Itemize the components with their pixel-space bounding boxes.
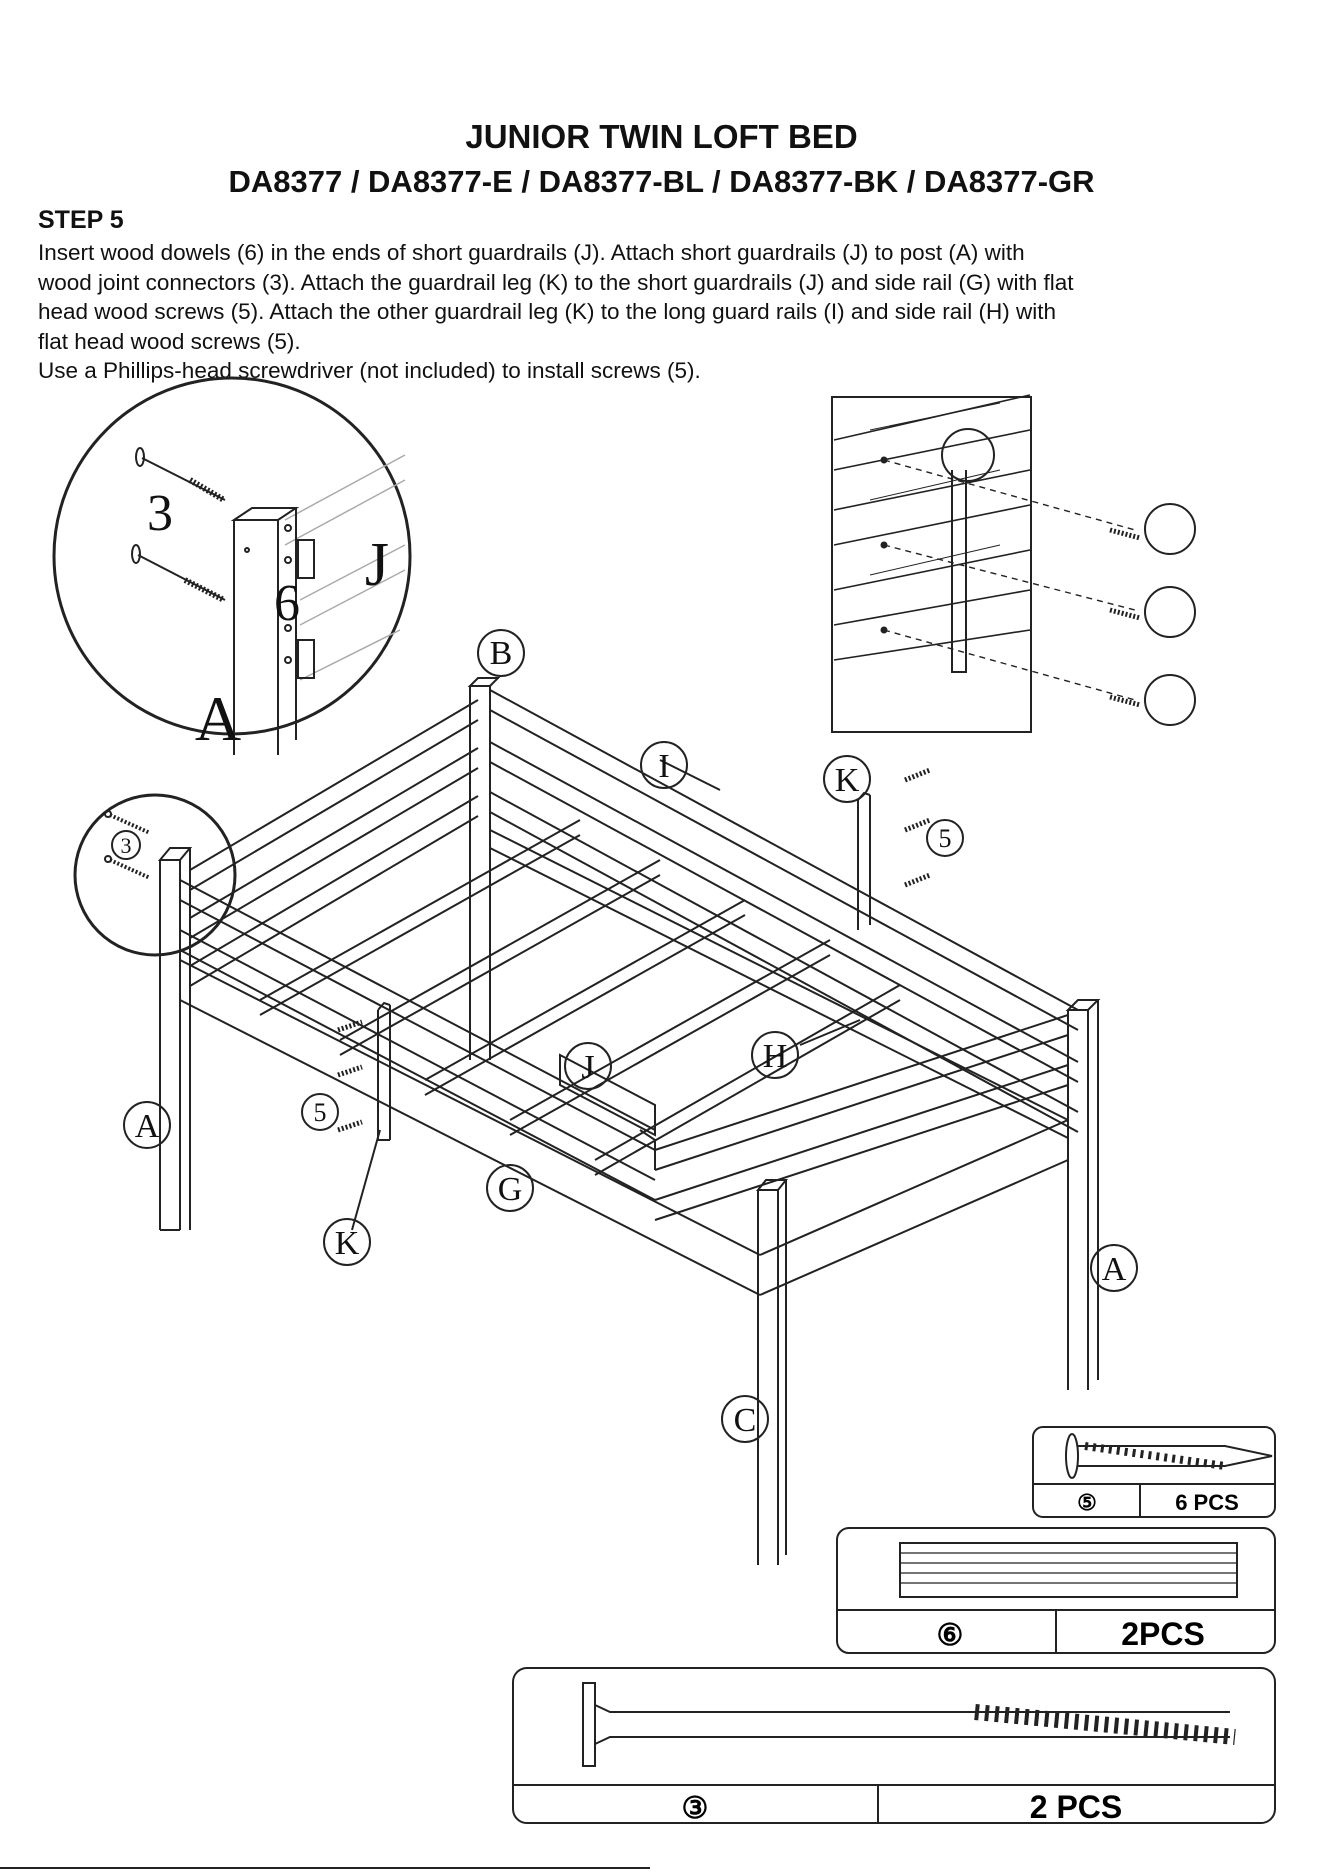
- instruction-line: Use a Phillips-head screwdriver (not inc…: [38, 358, 701, 383]
- instruction-line: flat head wood screws (5).: [38, 328, 301, 354]
- zoom-label-6: 6: [274, 575, 300, 632]
- connector-3-icon: [131, 544, 226, 603]
- part-5-qty: 6 PCS: [1175, 1490, 1239, 1515]
- label-i: I: [658, 748, 669, 785]
- part-3-number: ③: [682, 1792, 709, 1825]
- model-numbers: DA8377 / DA8377-E / DA8377-BL / DA8377-B…: [228, 164, 1095, 199]
- part-box-3: ③ 2 PCS: [512, 1667, 1276, 1825]
- connector-3-icon: [582, 1682, 1236, 1767]
- zoom-label-a: A: [195, 683, 241, 754]
- step-heading: STEP 5: [38, 206, 124, 234]
- label-k-right: K: [835, 762, 860, 799]
- label-g: G: [498, 1171, 523, 1208]
- label-5-right: 5: [939, 824, 952, 853]
- instruction-line: wood joint connectors (3). Attach the gu…: [38, 269, 1074, 295]
- detail-zoom-circle: [52, 376, 412, 755]
- instruction-line: Insert wood dowels (6) in the ends of sh…: [38, 240, 1025, 265]
- screw-5-icon: [1065, 1433, 1273, 1479]
- part-3-qty: 2 PCS: [1030, 1789, 1122, 1825]
- label-a-right: A: [1102, 1251, 1127, 1288]
- label-k-left: K: [335, 1225, 360, 1262]
- zoom-label-3: 3: [147, 485, 173, 542]
- document-title: JUNIOR TWIN LOFT BED: [465, 118, 858, 155]
- label-c: C: [734, 1402, 757, 1439]
- detail-inset-box: [831, 394, 1196, 733]
- part-5-number: ⑤: [1077, 1490, 1097, 1515]
- part-6-qty: 2PCS: [1121, 1616, 1205, 1652]
- label-h: H: [763, 1038, 788, 1075]
- label-j: J: [581, 1049, 594, 1086]
- part-box-6: ⑥ 2PCS: [836, 1527, 1276, 1654]
- step-instructions: Insert wood dowels (6) in the ends of sh…: [38, 238, 1278, 386]
- instruction-line: head wood screws (5). Attach the other g…: [38, 299, 1056, 324]
- part-6-number: ⑥: [937, 1619, 964, 1652]
- label-3-small: 3: [121, 833, 132, 858]
- zoom-label-j: J: [365, 531, 389, 599]
- label-5-left: 5: [314, 1098, 327, 1127]
- label-b: B: [490, 635, 513, 672]
- bed-frame-drawing: [73, 677, 1101, 1565]
- dowel-6-icon: [899, 1542, 1238, 1598]
- part-box-5: ⑤ 6 PCS: [1032, 1426, 1276, 1518]
- connector-3-icon: [135, 447, 226, 503]
- label-a-left: A: [135, 1108, 160, 1145]
